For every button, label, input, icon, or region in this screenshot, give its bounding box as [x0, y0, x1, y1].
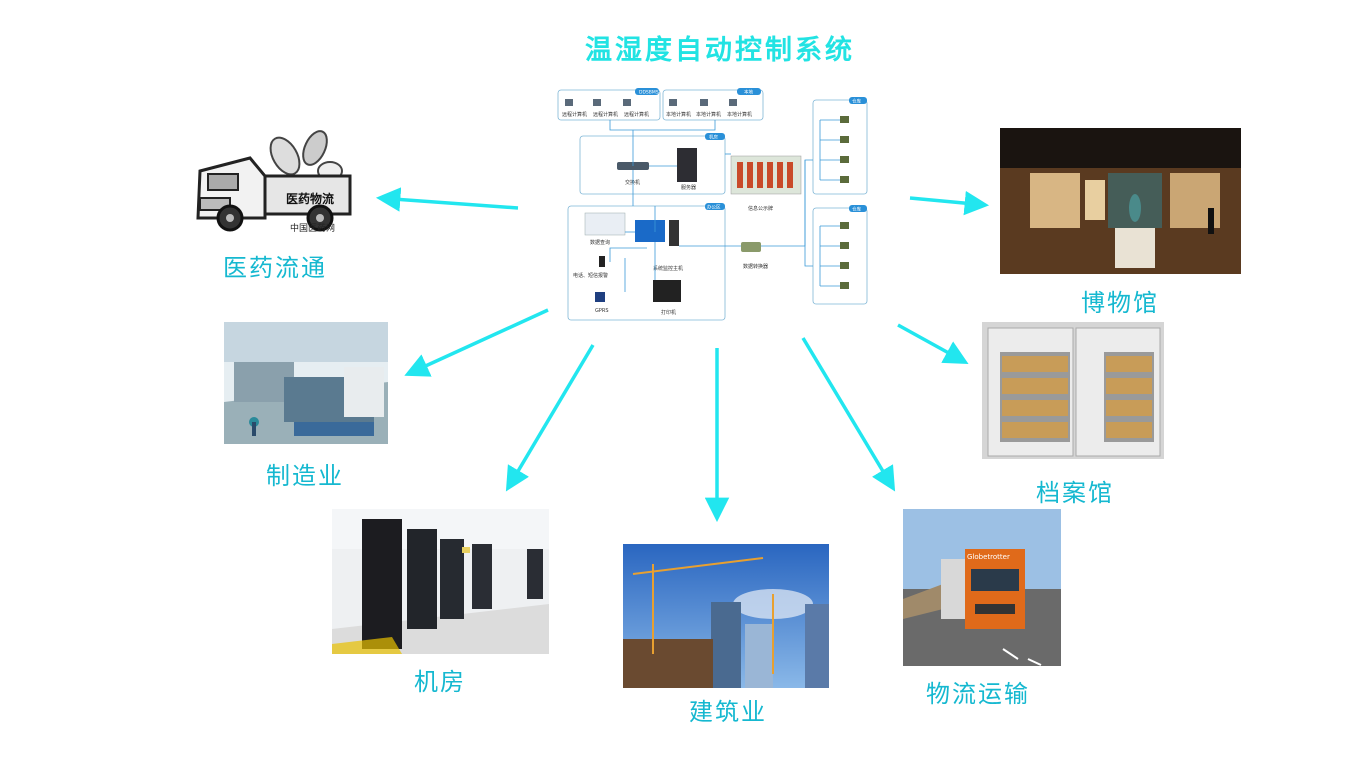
local-pc-1: 本地计算机 [666, 111, 691, 118]
phone-alarm-label: 电话、短信报警 [573, 272, 608, 279]
arrow-to-server-room [505, 344, 595, 492]
host-label: 系统监控主机 [653, 265, 683, 272]
label-logistics: 物流运输 [926, 680, 1030, 708]
label-manufacturing: 制造业 [266, 462, 344, 490]
arrow-to-museum [909, 190, 990, 216]
tag-office: 办公区 [707, 204, 721, 211]
lorry-brand: Globetrotter [967, 553, 1010, 561]
arrow-to-manufacturing [404, 308, 549, 377]
arrow-to-logistics [801, 337, 896, 492]
system-architecture-diagram: DDSBMS 本地 远程计算机 远程计算机 远程计算机 本地计算机 本地计算机 … [557, 88, 868, 321]
photo-museum [1000, 128, 1241, 274]
photo-pharma-truck: 医药物流 中国医药网 [190, 126, 360, 236]
server-label: 服务器 [681, 184, 696, 191]
photo-server-room [332, 509, 549, 654]
label-server-room: 机房 [414, 668, 466, 696]
photo-logistics: Globetrotter [903, 509, 1061, 666]
remote-pc-2: 远程计算机 [593, 111, 618, 118]
photo-archive [982, 322, 1164, 459]
gprs-label: GPRS [595, 308, 609, 314]
photo-construction [623, 544, 829, 688]
tag-ddsbms: DDSBMS [639, 90, 659, 96]
local-pc-2: 本地计算机 [696, 111, 721, 118]
remote-pc-3: 远程计算机 [624, 111, 649, 118]
truck-watermark: 中国医药网 [290, 222, 335, 234]
tag-machine-room: 机房 [709, 134, 718, 141]
tag-warehouse-1: 仓库 [852, 98, 861, 105]
truck-sign: 医药物流 [286, 191, 334, 206]
photo-manufacturing [224, 322, 388, 444]
diagram-title: 温湿度自动控制系统 [585, 35, 855, 66]
label-archive: 档案馆 [1036, 479, 1114, 507]
tag-local: 本地 [744, 89, 753, 96]
label-construction: 建筑业 [689, 698, 767, 726]
label-museum: 博物馆 [1081, 289, 1159, 317]
remote-pc-1: 远程计算机 [562, 111, 587, 118]
converter-label: 数据转换器 [743, 263, 768, 270]
tag-warehouse-2: 仓库 [852, 206, 861, 213]
switch-label: 交换机 [625, 179, 640, 186]
printer-label: 打印机 [661, 309, 676, 316]
arrow-to-pharma [375, 187, 519, 212]
arrow-to-archive [897, 323, 969, 364]
local-pc-3: 本地计算机 [727, 111, 752, 118]
info-board-label: 信息公示牌 [748, 205, 773, 212]
data-query-label: 数据查询 [590, 239, 610, 246]
label-pharma: 医药流通 [223, 254, 327, 282]
